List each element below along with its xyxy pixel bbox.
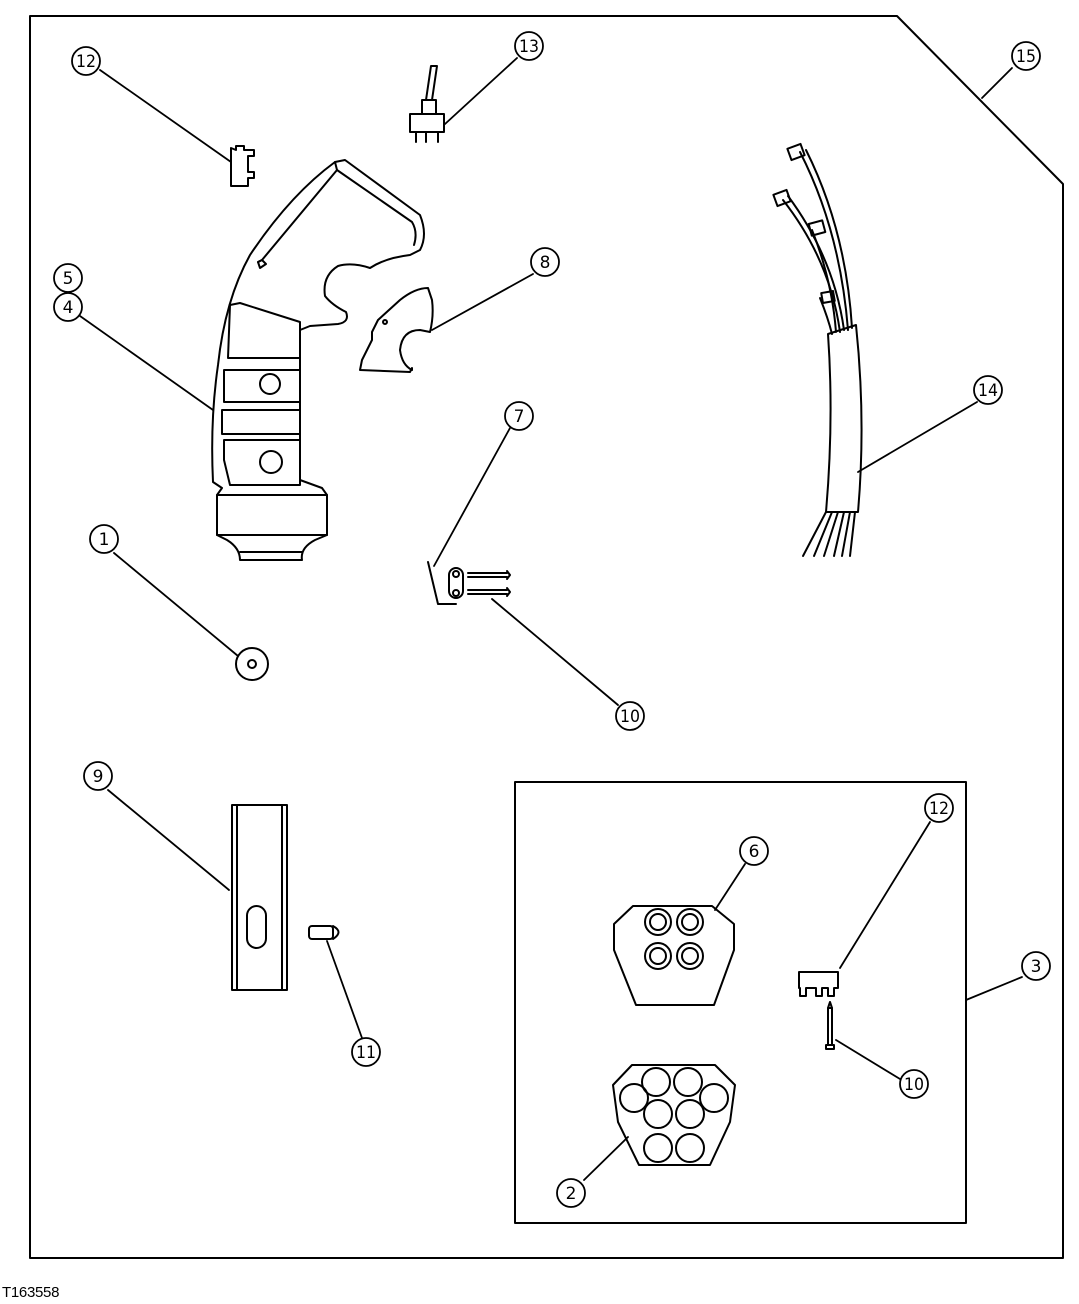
callout-13: 13 (519, 37, 539, 57)
grommet-seven-hole (612, 1064, 736, 1166)
joystick-handle (211, 159, 425, 561)
callout-10-top: 10 (620, 707, 640, 727)
wire-harness (772, 142, 863, 557)
grommet-four-hole (613, 905, 735, 1006)
callout-11: 11 (356, 1043, 376, 1063)
callout-14: 14 (978, 381, 998, 401)
subkit-box (514, 781, 967, 1224)
sleeve (231, 804, 288, 991)
callout-12-box: 12 (929, 799, 949, 819)
callout-10-box: 10 (904, 1075, 924, 1095)
clip-and-pins (427, 561, 511, 605)
callout-5: 5 (63, 269, 74, 289)
figure-id: T163558 (2, 1284, 60, 1301)
callout-3: 3 (1031, 957, 1042, 977)
callout-2: 2 (566, 1184, 577, 1204)
leader-lines (79, 57, 1023, 1181)
callout-4: 4 (63, 298, 74, 318)
callout-12-top: 12 (76, 52, 96, 72)
rivet (308, 925, 340, 940)
callout-6: 6 (749, 842, 760, 862)
callout-circles (53, 31, 1051, 1208)
pin-box (825, 1001, 835, 1050)
micro-switch-box (798, 971, 839, 997)
washer (235, 647, 269, 681)
trigger (359, 287, 434, 373)
callout-8: 8 (540, 253, 551, 273)
callout-1: 1 (99, 530, 110, 550)
toggle-switch (409, 65, 445, 143)
callout-15: 15 (1016, 47, 1036, 67)
callout-9: 9 (93, 767, 104, 787)
callout-7: 7 (514, 407, 525, 427)
micro-switch-top (230, 145, 255, 187)
kit-outline (29, 15, 1064, 1259)
